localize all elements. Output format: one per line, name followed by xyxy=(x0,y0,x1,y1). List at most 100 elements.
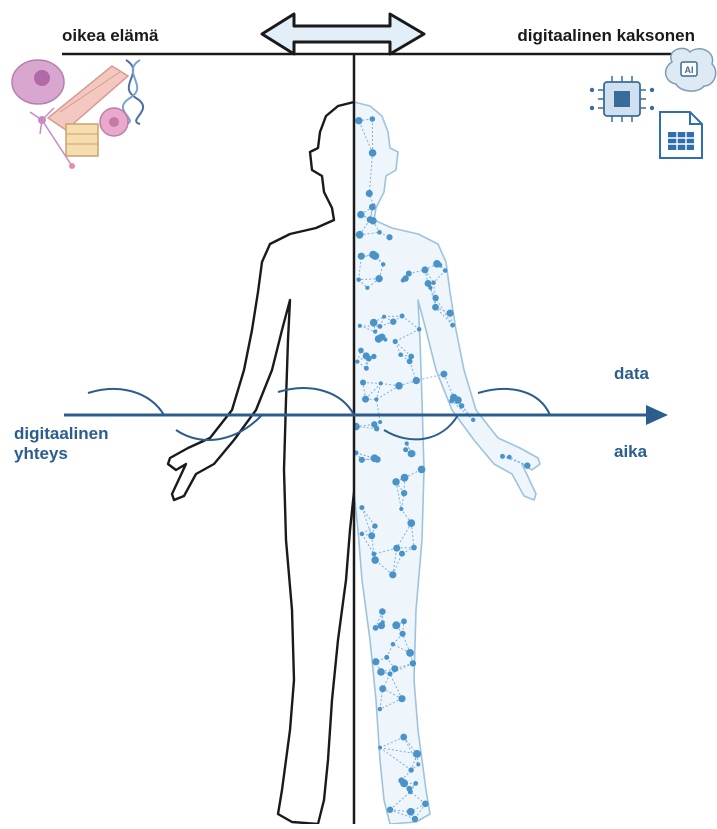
network-node xyxy=(374,397,378,401)
network-node xyxy=(371,354,376,359)
network-node xyxy=(360,380,366,386)
network-node xyxy=(389,571,396,578)
network-node xyxy=(366,190,373,197)
network-node xyxy=(368,532,375,539)
network-node xyxy=(471,418,475,422)
network-node xyxy=(373,625,379,631)
network-node xyxy=(370,319,378,327)
network-node xyxy=(365,286,369,290)
network-node xyxy=(372,658,379,665)
network-node xyxy=(432,304,439,311)
network-node xyxy=(364,366,369,371)
network-node xyxy=(443,268,448,273)
network-node xyxy=(428,286,432,290)
network-node xyxy=(371,421,377,427)
network-node xyxy=(399,631,405,637)
network-node xyxy=(390,318,396,324)
digital-connection-label-line2: yhteys xyxy=(14,444,108,464)
network-node xyxy=(381,262,385,266)
network-node xyxy=(378,420,382,424)
network-node xyxy=(392,621,400,629)
time-axis-arrowhead-icon xyxy=(646,405,668,425)
network-node xyxy=(356,231,364,239)
digital-connection-label: digitaalinen yhteys xyxy=(14,424,108,464)
network-node xyxy=(381,620,385,624)
network-node xyxy=(369,204,376,211)
svg-text:AI: AI xyxy=(685,65,694,75)
network-node xyxy=(391,665,398,672)
real-life-label: oikea elämä xyxy=(62,26,158,46)
ai-brain-icon: AI xyxy=(666,48,716,91)
network-node xyxy=(375,275,382,282)
data-label: data xyxy=(614,364,649,384)
network-node xyxy=(417,327,422,332)
cell-icon xyxy=(12,60,64,104)
digital-connection-label-line1: digitaalinen xyxy=(14,424,108,444)
network-node xyxy=(407,808,415,816)
network-node xyxy=(378,707,382,711)
network-node xyxy=(431,281,435,285)
network-node xyxy=(373,330,377,334)
network-node xyxy=(379,608,386,615)
network-node xyxy=(371,556,379,564)
network-node xyxy=(408,450,415,457)
digital-twin-label: digitaalinen kaksonen xyxy=(517,26,695,46)
network-node xyxy=(450,394,458,402)
network-node xyxy=(372,523,377,528)
network-node xyxy=(386,234,392,240)
network-node xyxy=(393,339,398,344)
network-node xyxy=(408,789,413,794)
double-headed-arrow-icon xyxy=(262,14,424,54)
network-node xyxy=(400,734,407,741)
network-node xyxy=(395,382,403,390)
network-node xyxy=(355,360,359,364)
network-node xyxy=(406,649,414,657)
network-node xyxy=(357,211,364,218)
network-node xyxy=(401,278,405,282)
network-node xyxy=(356,277,361,282)
network-node xyxy=(422,266,429,273)
network-node xyxy=(359,457,365,463)
network-node xyxy=(400,313,405,318)
network-node xyxy=(413,377,420,384)
network-node xyxy=(500,454,505,459)
network-node xyxy=(358,253,365,260)
network-node xyxy=(377,230,382,235)
network-node xyxy=(399,507,403,511)
network-node xyxy=(358,324,362,328)
network-node xyxy=(379,685,386,692)
network-node xyxy=(370,116,376,122)
network-node xyxy=(378,333,385,340)
network-node xyxy=(432,295,438,301)
network-node xyxy=(384,655,389,660)
network-node xyxy=(403,447,408,452)
network-node xyxy=(379,381,383,385)
network-node xyxy=(392,478,399,485)
network-node xyxy=(407,519,415,527)
network-node xyxy=(413,781,418,786)
real-life-biology-icons xyxy=(12,60,143,169)
network-node xyxy=(405,441,409,445)
network-node xyxy=(401,474,409,482)
network-node xyxy=(378,746,382,750)
network-node xyxy=(446,310,453,317)
network-node xyxy=(358,348,364,354)
network-node xyxy=(360,532,365,537)
time-label: aika xyxy=(614,442,647,462)
microchip-icon xyxy=(590,76,654,122)
network-node xyxy=(393,545,400,552)
network-node xyxy=(371,252,379,260)
network-node xyxy=(388,671,393,676)
network-node xyxy=(398,695,405,702)
network-node xyxy=(413,750,421,758)
network-node xyxy=(524,462,530,468)
network-node xyxy=(391,642,395,646)
network-node xyxy=(450,323,455,328)
blood-cell-icon xyxy=(100,108,128,136)
network-node xyxy=(410,660,416,666)
tissue-sample-icon xyxy=(66,124,98,156)
digital-twin-icons: AI xyxy=(590,48,716,158)
network-node xyxy=(408,354,414,360)
network-node xyxy=(359,505,364,510)
